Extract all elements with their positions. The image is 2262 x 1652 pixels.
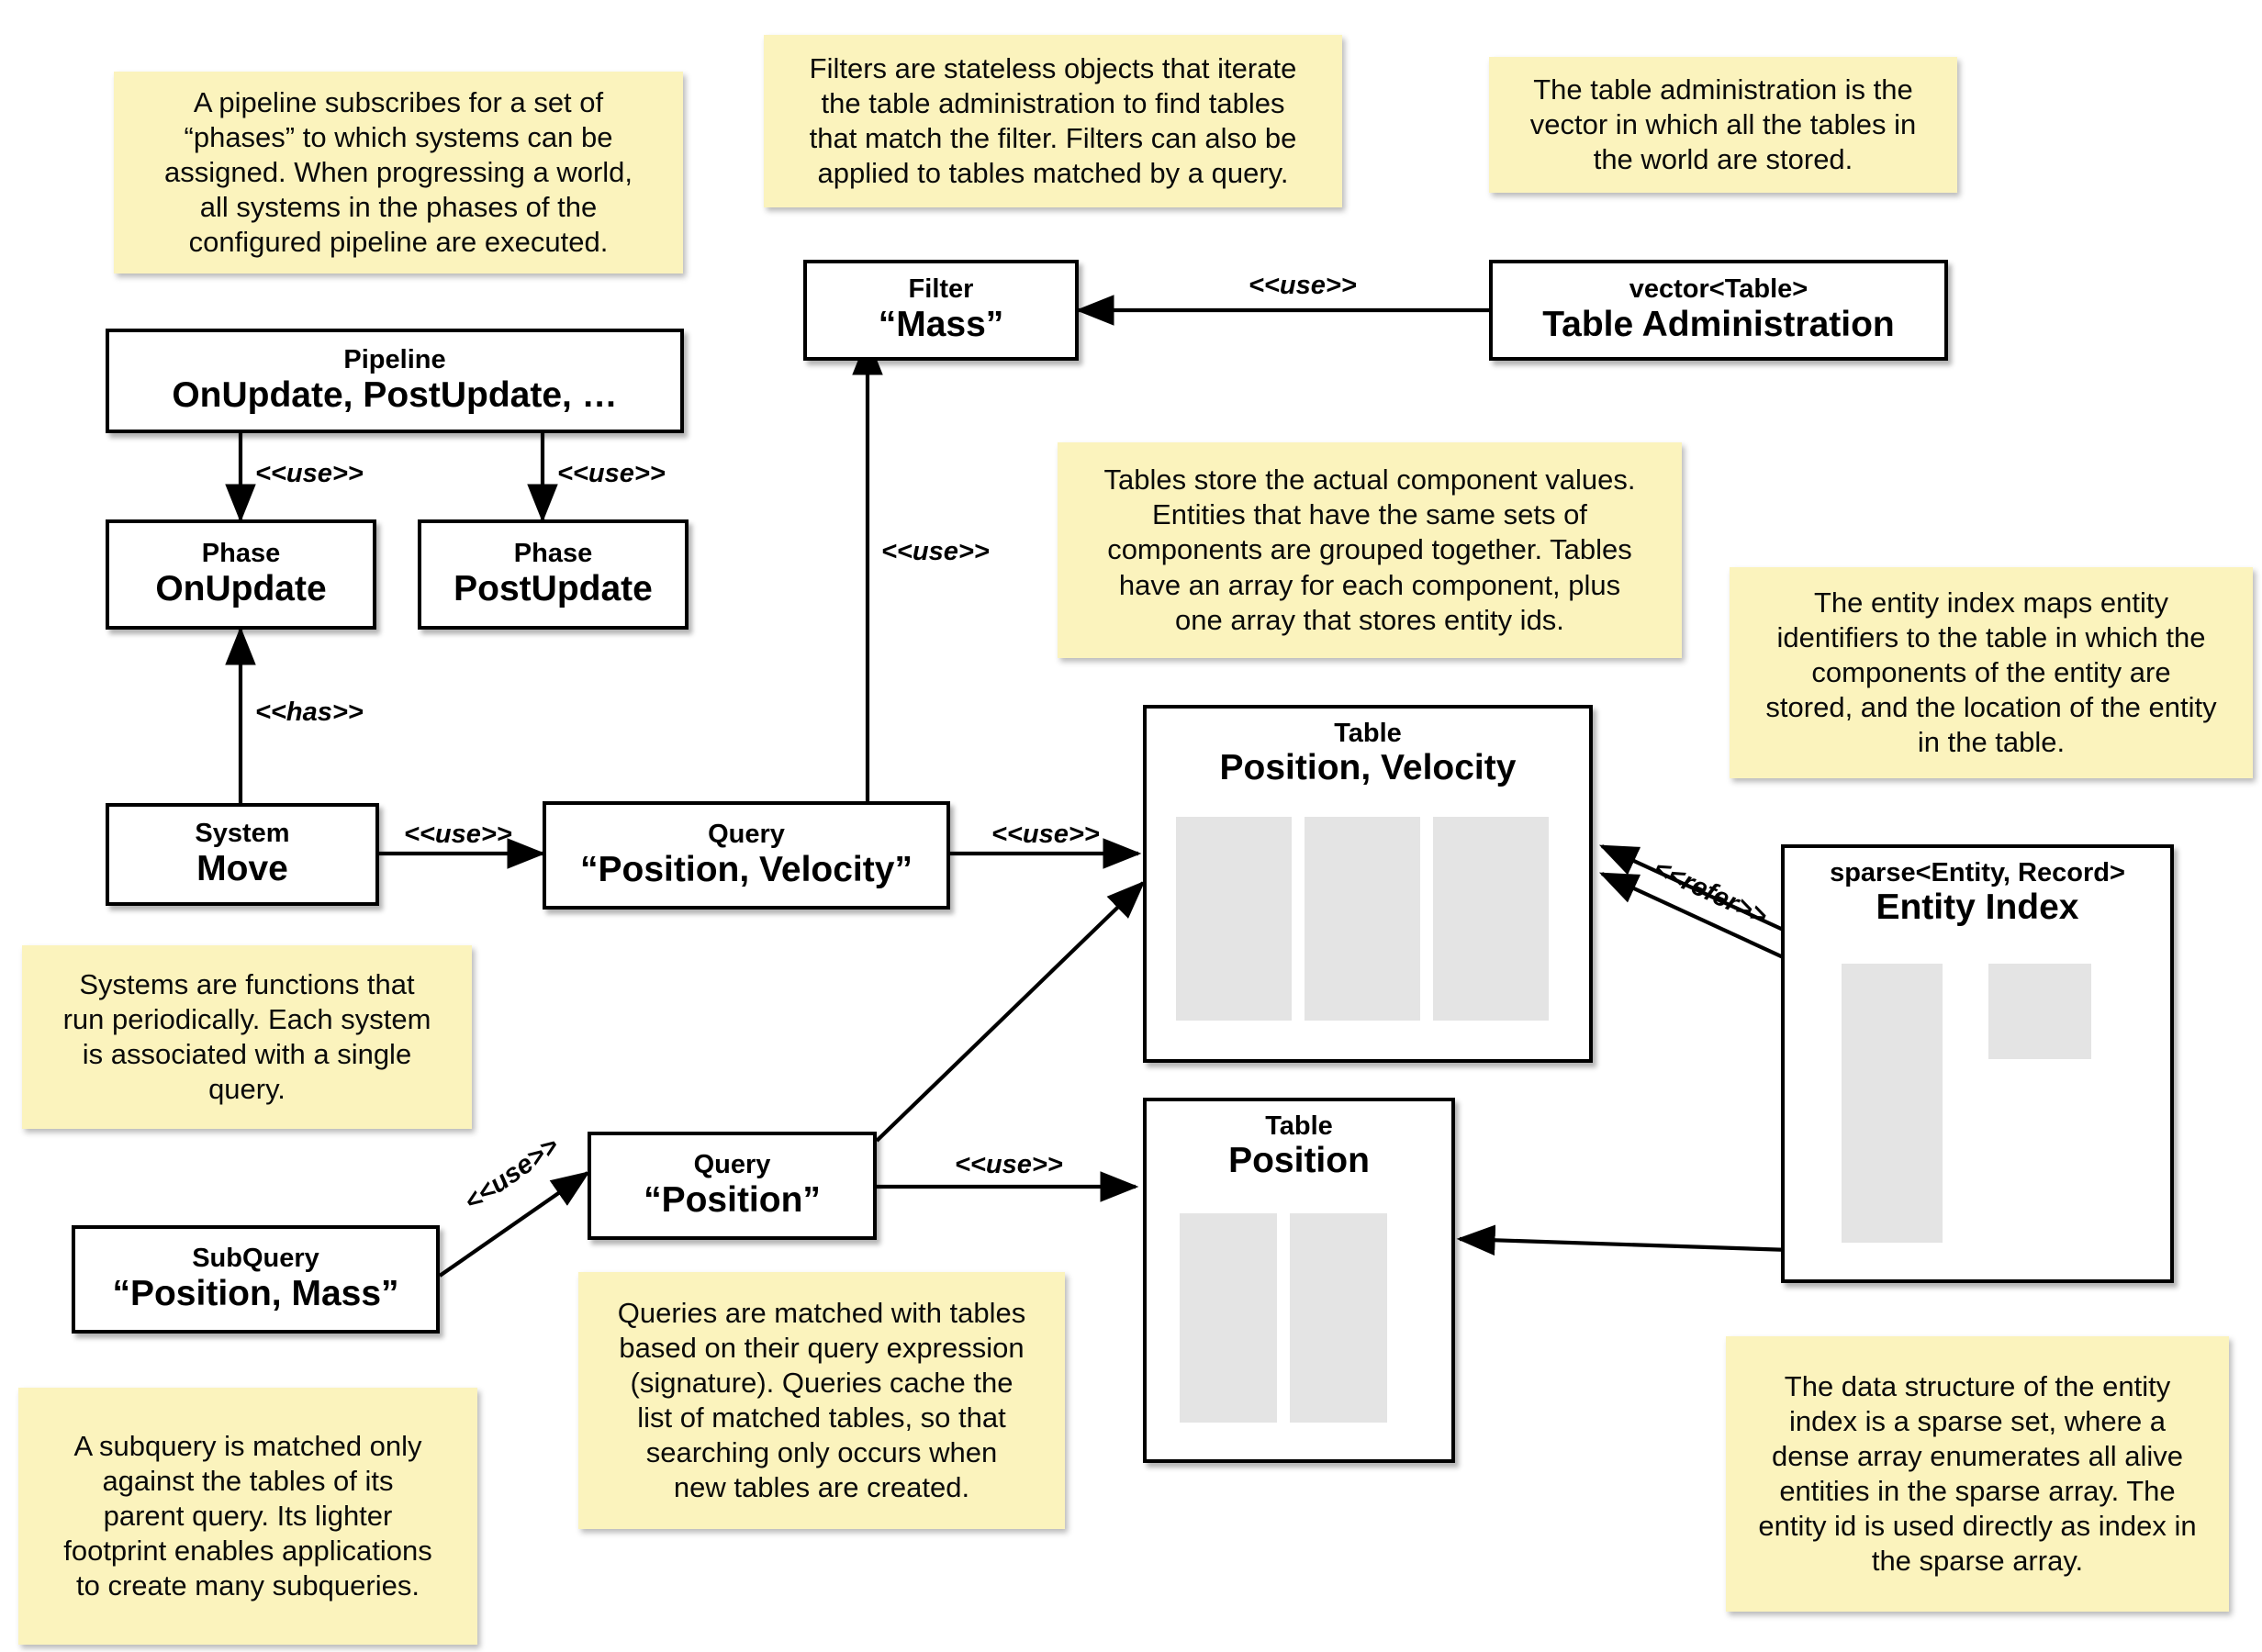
box-query-position[interactable]: Query “Position” [588,1132,877,1240]
note-filter: Filters are stateless objects that itera… [764,35,1342,207]
edge-label-index-refers-table: <<refer>> [1649,854,1772,932]
box-subquery-position-mass[interactable]: SubQuery “Position, Mass” [72,1225,440,1334]
box-phase-postupdate[interactable]: Phase PostUpdate [418,519,689,630]
box-table-position-name: Position [1228,1141,1370,1181]
note-table-administration: The table administration is the vector i… [1489,57,1957,193]
box-filter-mass-name: “Mass” [878,304,1004,344]
box-query-position-name: “Position” [644,1179,821,1220]
table-position-velocity-arrays [1176,817,1549,1021]
box-pipeline-stereotype: Pipeline [343,345,446,375]
box-phase-postupdate-stereotype: Phase [513,539,593,569]
box-query-position-velocity[interactable]: Query “Position, Velocity” [543,801,950,910]
note-pipeline: A pipeline subscribes for a set of “phas… [114,72,683,273]
edge-label-admin-uses-filter: <<use>> [1249,271,1357,300]
box-system-move-stereotype: System [195,819,290,849]
box-table-administration[interactable]: vector<Table> Table Administration [1489,260,1948,361]
note-subquery: A subquery is matched only against the t… [18,1388,477,1645]
box-subquery-position-mass-stereotype: SubQuery [192,1244,319,1274]
box-phase-onupdate-name: OnUpdate [155,568,327,608]
edge-label-subquery-uses-query: <<use>> [459,1131,565,1218]
box-table-position[interactable]: Table Position [1143,1098,1455,1463]
entity-id-array-bar [1433,817,1549,1021]
dense-array-bar [1842,964,1943,1243]
box-filter-mass[interactable]: Filter “Mass” [803,260,1079,361]
box-pipeline[interactable]: Pipeline OnUpdate, PostUpdate, … [106,329,684,433]
component-array-bar [1176,817,1292,1021]
box-table-administration-name: Table Administration [1542,304,1895,344]
box-phase-onupdate-stereotype: Phase [201,539,281,569]
box-table-position-velocity-name: Position, Velocity [1219,748,1517,788]
note-systems: Systems are functions that run periodica… [22,945,472,1129]
note-queries: Queries are matched with tables based on… [578,1272,1065,1529]
note-sparse-set: The data structure of the entity index i… [1726,1336,2229,1612]
box-table-position-velocity-stereotype: Table [1334,719,1402,748]
box-phase-onupdate[interactable]: Phase OnUpdate [106,519,376,630]
component-array-bar [1305,817,1420,1021]
box-system-move[interactable]: System Move [106,803,379,906]
box-pipeline-name: OnUpdate, PostUpdate, … [172,374,618,415]
box-query-position-velocity-stereotype: Query [708,820,785,850]
box-phase-postupdate-name: PostUpdate [454,568,653,608]
box-entity-index-name: Entity Index [1876,887,2079,928]
edge-label-pipeline-onupdate: <<use>> [255,459,364,488]
box-filter-mass-stereotype: Filter [908,274,974,305]
entity-id-array-bar [1290,1213,1387,1423]
edge-label-query-pv-uses-table: <<use>> [991,820,1100,849]
box-system-move-name: Move [196,848,288,888]
sparse-array-bar [1988,964,2091,1059]
note-entity-index: The entity index maps entity identifiers… [1730,567,2253,778]
box-table-position-stereotype: Table [1265,1111,1333,1141]
component-array-bar [1180,1213,1277,1423]
box-entity-index-stereotype: sparse<Entity, Record> [1830,858,2125,887]
box-subquery-position-mass-name: “Position, Mass” [112,1273,399,1313]
box-table-position-velocity[interactable]: Table Position, Velocity [1143,705,1593,1063]
note-tables: Tables store the actual component values… [1058,442,1682,658]
box-query-position-velocity-name: “Position, Velocity” [580,849,913,889]
box-query-position-stereotype: Query [693,1150,771,1180]
box-table-administration-stereotype: vector<Table> [1629,274,1808,305]
edge-label-system-uses-query: <<use>> [404,820,512,849]
edge-label-system-has-phase: <<has>> [255,698,364,727]
box-entity-index[interactable]: sparse<Entity, Record> Entity Index [1781,844,2174,1283]
table-position-arrays [1180,1213,1387,1423]
edge-label-query-p-uses-table: <<use>> [955,1150,1063,1179]
edge-label-pipeline-postupdate: <<use>> [557,459,666,488]
edge-label-query-uses-filter: <<use>> [881,537,990,566]
